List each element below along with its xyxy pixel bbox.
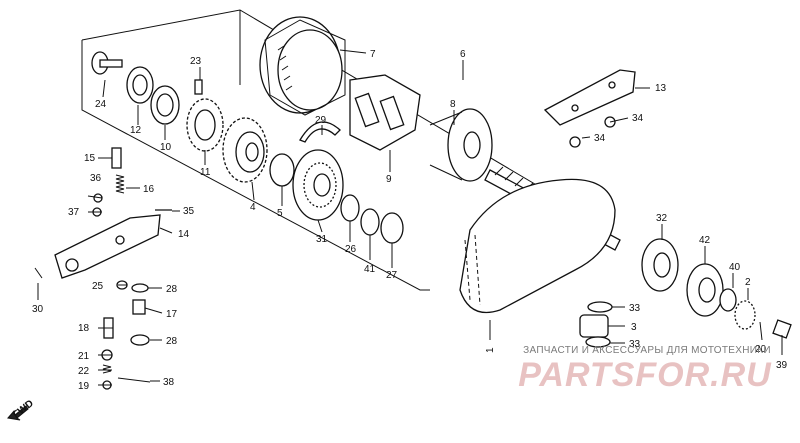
callout-24: 24 (95, 99, 107, 110)
callout-12: 12 (130, 125, 142, 136)
callout-20: 20 (755, 344, 767, 355)
joint-3 (579, 301, 613, 348)
callout-13: 13 (655, 83, 667, 94)
bolt-34-lower (569, 136, 581, 148)
callout-28-lower: 28 (166, 336, 178, 347)
mounting-bracket (543, 69, 636, 126)
spring-16 (115, 174, 125, 194)
callout-15: 15 (84, 153, 96, 164)
collar-5 (269, 153, 295, 187)
pivot-pin (91, 51, 123, 75)
callout-1: 1 (485, 347, 496, 353)
pin-30 (34, 267, 43, 279)
forward-arrow-icon (7, 405, 29, 421)
callout-31: 31 (316, 234, 328, 245)
callout-6: 6 (460, 49, 466, 60)
clutch-rollers (349, 74, 421, 151)
dowel-23 (194, 79, 203, 95)
callout-14: 14 (178, 229, 190, 240)
callout-9: 9 (386, 174, 392, 185)
washer-27 (380, 212, 404, 244)
callout-33-lower: 33 (629, 339, 641, 350)
clutch-outer-drum (259, 16, 346, 116)
washer-12-inner (132, 74, 148, 96)
callout-8: 8 (450, 99, 456, 110)
bearing-42-inner (698, 277, 716, 303)
callout-4: 4 (250, 202, 256, 213)
leader-lines (37, 49, 783, 386)
washer-28-lower (130, 334, 150, 346)
callout-35: 35 (183, 206, 195, 217)
callout-19: 19 (78, 381, 90, 392)
callout-23: 23 (190, 56, 202, 67)
callout-30: 30 (32, 304, 44, 315)
callout-39: 39 (776, 360, 788, 371)
callout-18: 18 (78, 323, 90, 334)
callout-2: 2 (745, 277, 751, 288)
bearing-31 (292, 149, 344, 221)
washer-10-inner (156, 93, 174, 117)
callout-7: 7 (370, 49, 376, 60)
callout-34-upper: 34 (632, 113, 644, 124)
callout-33-upper: 33 (629, 303, 641, 314)
callout-25: 25 (92, 281, 104, 292)
pin-15 (111, 147, 122, 169)
watermark-logo[interactable]: PARTSFOR.RU (518, 356, 772, 394)
drive-chain (459, 178, 616, 314)
callout-22: 22 (78, 366, 90, 377)
arm-14 (54, 214, 161, 279)
callout-42: 42 (699, 235, 711, 246)
sprocket-2 (734, 300, 756, 330)
callout-17: 17 (166, 309, 178, 320)
callout-28-upper: 28 (166, 284, 178, 295)
watermark-subtitle: ЗАПЧАСТИ И АКСЕССУАРЫ ДЛЯ МОТОТЕХНИКИ (523, 345, 771, 356)
callout-11: 11 (200, 167, 211, 178)
callout-36: 36 (90, 173, 102, 184)
washer-28-upper (131, 283, 149, 293)
callout-29: 29 (315, 115, 327, 126)
callout-37: 37 (68, 207, 80, 218)
gear-4 (222, 117, 268, 183)
callout-41: 41 (364, 264, 376, 275)
callout-38: 38 (163, 377, 175, 388)
part-17 (132, 299, 146, 315)
snap-ring-29 (299, 121, 341, 143)
callout-10: 10 (160, 142, 172, 153)
clutch-inner-hub (429, 108, 493, 182)
plate-39 (772, 319, 792, 339)
circlip-41 (360, 208, 380, 236)
bearing-32-inner (653, 252, 671, 278)
washer-40 (719, 288, 737, 312)
gear-11 (186, 98, 224, 152)
callout-labels: 7 6 13 8 23 24 12 10 11 29 9 34 34 15 16… (32, 49, 788, 392)
callout-26: 26 (345, 244, 357, 255)
callout-32: 32 (656, 213, 668, 224)
callout-5: 5 (277, 208, 283, 219)
callout-27: 27 (386, 270, 398, 281)
washer-26 (340, 194, 360, 222)
spring-22 (102, 364, 112, 374)
callout-3: 3 (631, 322, 637, 333)
callout-21: 21 (78, 351, 90, 362)
callout-40: 40 (729, 262, 741, 273)
pin-38 (117, 377, 151, 383)
callout-34-lower: 34 (594, 133, 606, 144)
callout-16: 16 (143, 184, 155, 195)
